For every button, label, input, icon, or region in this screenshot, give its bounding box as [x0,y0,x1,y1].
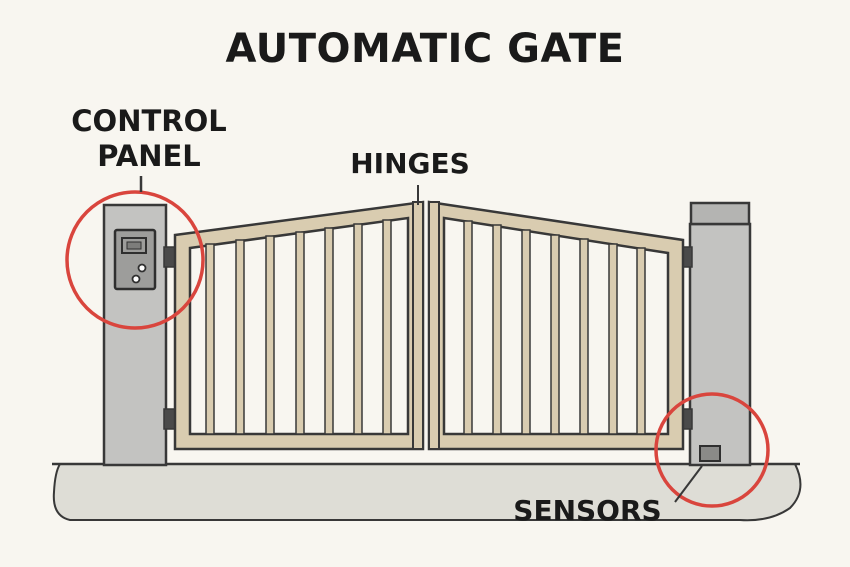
right-pillar [688,222,752,467]
right-pillar-cap [689,201,751,226]
sensors-leader-line [674,465,703,503]
control-panel-button-icon [131,274,141,284]
control-panel-label: CONTROL PANEL [64,104,234,174]
control-panel-button-icon [137,263,147,273]
control-panel-label-text: CONTROL PANEL [71,104,227,173]
sensors-label: SENSORS [513,494,662,527]
control-panel-box [113,228,157,291]
sensors-highlight-circle [654,392,770,508]
left-gate-leaf [173,200,425,451]
right-gate-leaf [427,200,685,451]
hinges-label: HINGES [350,147,470,180]
sensor-box-icon [699,445,721,462]
control-panel-highlight-circle [65,190,205,330]
diagram-title: AUTOMATIC GATE [225,26,625,72]
ground [52,463,802,522]
